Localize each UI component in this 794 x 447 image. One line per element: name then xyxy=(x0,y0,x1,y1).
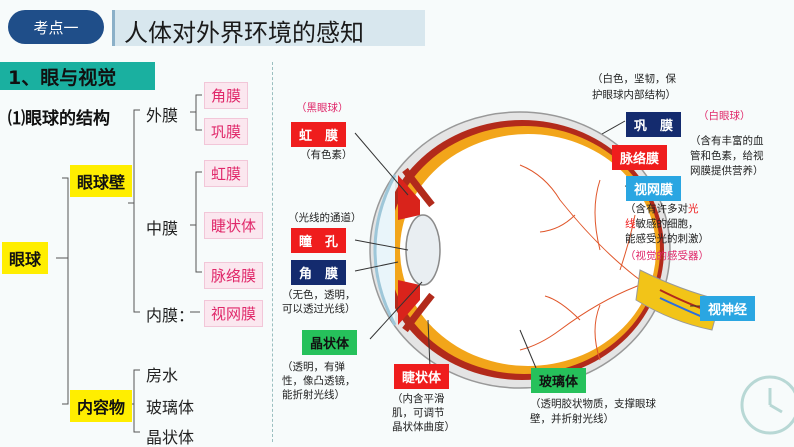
retina-note-2: 线敏感的细胞， xyxy=(625,218,699,230)
tree-aqueous: 房水 xyxy=(146,366,179,385)
pupil-label: 瞳 孔 xyxy=(291,228,347,253)
eyeball-wall: 眼球壁 xyxy=(70,165,133,197)
iris-lower xyxy=(398,280,420,325)
iris-label: 虹 膜 xyxy=(291,122,347,147)
cornea-note-1: （无色，透明， xyxy=(282,289,356,301)
title-box xyxy=(112,10,425,46)
tree-vitreous: 玻璃体 xyxy=(146,398,195,417)
vitreous-note-1: （透明胶状物质，支撑眼球 xyxy=(530,398,656,410)
ciliary-label: 睫状体 xyxy=(394,364,450,389)
sclera-label: 巩 膜 xyxy=(626,112,682,137)
ciliary-lower xyxy=(402,292,435,333)
section-heading-bar xyxy=(0,62,155,90)
ciliary-upper xyxy=(402,167,435,208)
lens-shape xyxy=(405,214,441,286)
lens-note-2: 性，像凸透镜， xyxy=(282,375,356,387)
sclera-note-1: （白色，坚韧，保 xyxy=(592,73,676,85)
outer-layer: 外膜 xyxy=(146,106,179,125)
tree-choroid: 脉络膜 xyxy=(204,262,264,289)
tree-iris: 虹膜 xyxy=(204,160,249,187)
page-title: 人体对外界环境的感知 xyxy=(124,19,364,47)
tree-retina: 视网膜 xyxy=(204,300,264,327)
vitreous-note-2: 壁，并折射光线） xyxy=(530,413,614,425)
retina-pink-note: （视觉的感受器） xyxy=(625,250,709,262)
iris-pink-note: （黑眼球） xyxy=(296,102,349,114)
eyeball-root: 眼球 xyxy=(2,242,49,274)
cornea-label: 角 膜 xyxy=(291,260,347,285)
iris-upper xyxy=(398,175,420,220)
retina-note-1: （含有许多对光 xyxy=(625,203,699,215)
ciliary-note-1: （内含平滑 xyxy=(392,393,445,405)
optic-nerve-label: 视神经 xyxy=(700,296,756,321)
retina-label: 视网膜 xyxy=(626,176,682,201)
tree-lines xyxy=(56,94,202,433)
tree-cornea: 角膜 xyxy=(204,82,249,109)
choroid-note-3: 网膜提供营养） xyxy=(690,165,764,177)
sclera-pink-note: （白眼球） xyxy=(698,110,751,122)
cornea-shape xyxy=(373,174,397,326)
choroid-label: 脉络膜 xyxy=(612,145,668,170)
inner-layer: 内膜： xyxy=(146,306,195,325)
section-heading: 1、眼与视觉 xyxy=(8,67,117,89)
vitreous-label: 玻璃体 xyxy=(531,368,587,393)
retina-vessels xyxy=(519,164,641,361)
lens-note-3: 能折射光线） xyxy=(282,389,345,401)
retina-note-3: 能感受光的刺激） xyxy=(625,233,709,245)
choroid-note-2: 管和色素，给视 xyxy=(690,150,764,162)
ciliary-note-3: 晶状体曲度） xyxy=(392,421,455,433)
iris-note: （有色素） xyxy=(300,149,353,161)
pupil-note: （光线的通道） xyxy=(288,212,362,224)
sclera-note-2: 护眼球内部结构） xyxy=(592,89,676,101)
choroid-note-1: （含有丰富的血 xyxy=(690,135,764,147)
tree-lens: 晶状体 xyxy=(146,428,195,447)
lens-note-1: （透明，有弹 xyxy=(282,361,345,373)
tree-ciliary-body: 睫状体 xyxy=(204,212,264,239)
ciliary-note-2: 肌，可调节 xyxy=(392,407,445,419)
clock-decoration xyxy=(740,375,794,435)
tree-sclera: 巩膜 xyxy=(204,118,249,145)
topic-badge: 考点一 xyxy=(8,10,104,44)
middle-layer: 中膜 xyxy=(146,219,179,238)
eyeball-contents: 内容物 xyxy=(70,390,133,422)
cornea-note-2: 可以透过光线） xyxy=(282,303,356,315)
divider xyxy=(272,62,273,442)
lens-label: 晶状体 xyxy=(302,330,358,355)
subheading: ⑴眼球的结构 xyxy=(8,109,110,129)
